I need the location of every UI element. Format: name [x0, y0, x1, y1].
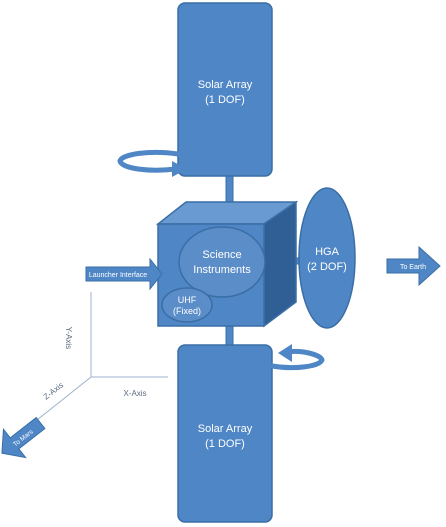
y-axis-label: Y-Axis	[64, 327, 73, 349]
coordinate-axes: Y-Axis X-Axis Z-Axis	[31, 292, 168, 425]
to-mars-arrow: To Mars	[1, 416, 46, 459]
x-axis-label: X-Axis	[123, 389, 146, 398]
uhf-antenna: UHF (Fixed)	[161, 287, 213, 323]
bottom-solar-array-label: Solar Array	[198, 423, 253, 435]
top-mast	[225, 173, 234, 205]
top-rotation-arrow-icon	[117, 149, 187, 177]
z-axis-label: Z-Axis	[42, 381, 65, 402]
hga-dof-label: (2 DOF)	[307, 261, 347, 273]
to-earth-label: To Earth	[400, 264, 426, 271]
bottom-solar-array-dof: (1 DOF)	[205, 438, 245, 450]
science-instruments: Science Instruments	[178, 226, 266, 298]
to-earth-arrow: To Earth	[386, 245, 441, 287]
hga-label: HGA	[315, 246, 340, 258]
science-instruments-label: Science	[202, 249, 241, 261]
launcher-interface-label: Launcher Interface	[89, 272, 147, 279]
top-solar-array-dof: (1 DOF)	[205, 94, 245, 106]
bottom-rotation-arrow-icon	[269, 344, 325, 371]
bottom-solar-array: Solar Array (1 DOF)	[177, 344, 273, 523]
launcher-interface-arrow: Launcher Interface	[85, 257, 163, 291]
top-solar-array: Solar Array (1 DOF)	[177, 2, 273, 177]
science-instruments-label-2: Instruments	[193, 264, 251, 276]
top-solar-array-label: Solar Array	[198, 79, 253, 91]
uhf-fixed-label: (Fixed)	[173, 306, 201, 316]
bottom-mast	[225, 324, 234, 348]
hga-antenna: HGA (2 DOF)	[298, 187, 356, 329]
uhf-label: UHF	[178, 295, 197, 305]
